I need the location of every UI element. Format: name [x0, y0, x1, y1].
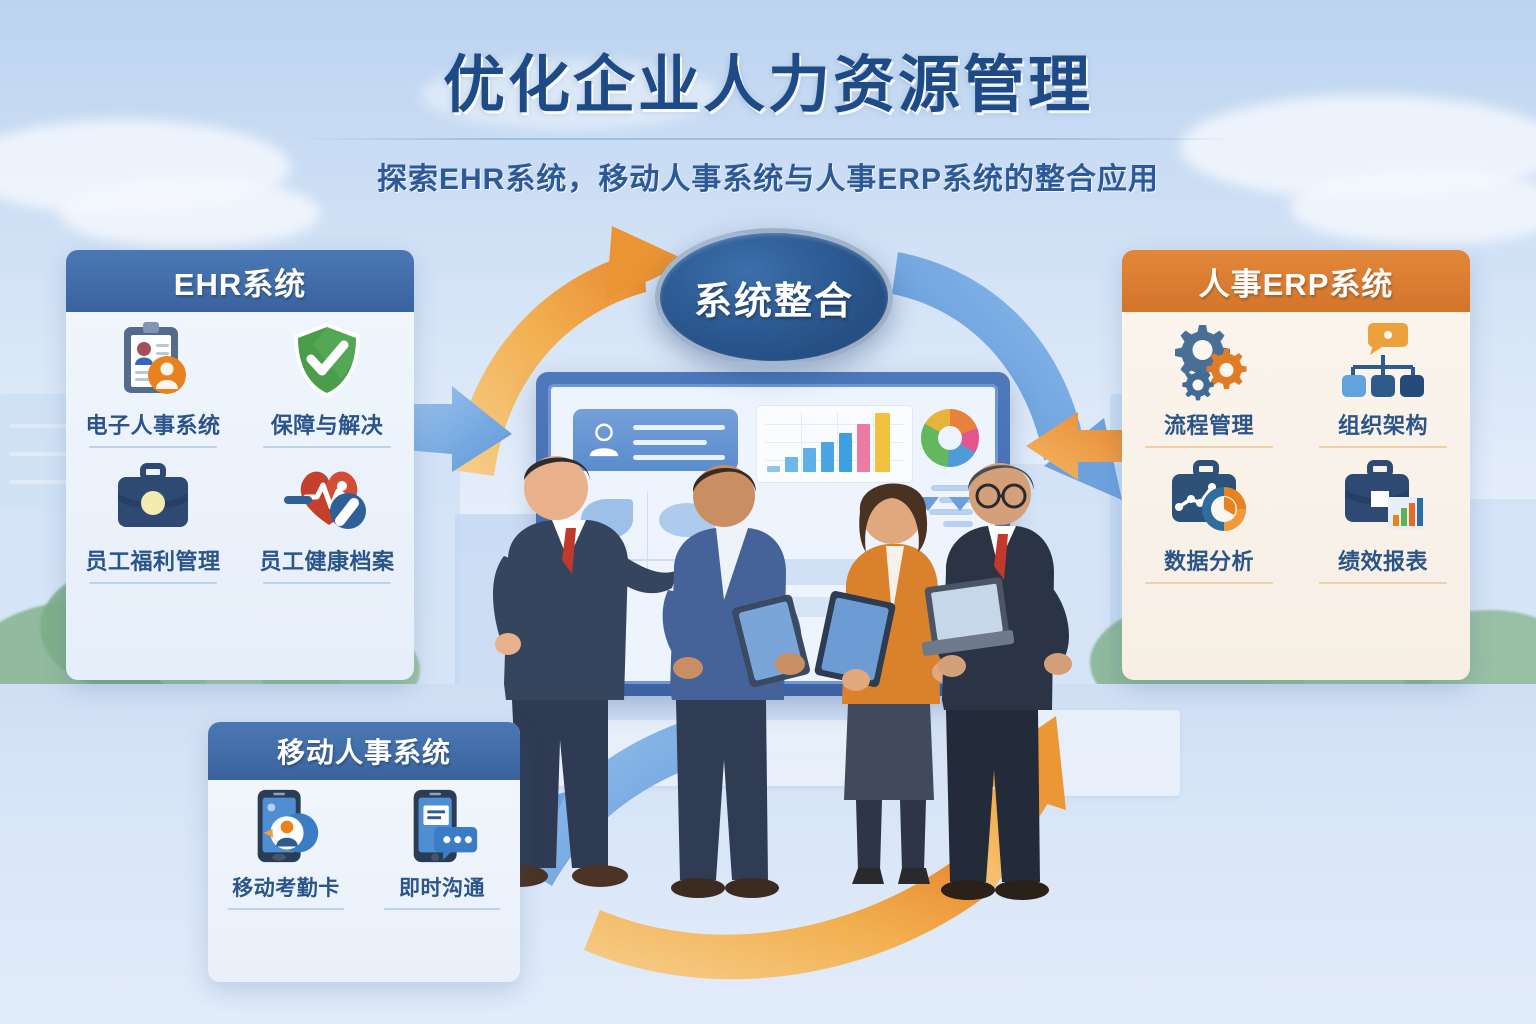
label-underline [1318, 446, 1448, 448]
feature-item-erp-1[interactable]: 流程管理 [1122, 312, 1296, 448]
feature-label: 移动考勤卡 [232, 877, 340, 900]
phone-chat-icon [400, 780, 484, 872]
page-title: 优化企业人力资源管理 [442, 51, 1093, 120]
label-underline [384, 908, 500, 910]
panel-erp[interactable]: 人事ERP系统 [1122, 250, 1470, 680]
feature-item-ehr-4[interactable]: 员工健康档案 [240, 448, 414, 584]
green-shield-check-icon [284, 312, 370, 408]
clipboard-person-icon [110, 312, 196, 408]
content-block [731, 597, 851, 617]
label-underline [88, 446, 218, 448]
feature-item-mobile-2[interactable]: 即时沟通 [364, 780, 520, 910]
feature-item-ehr-3[interactable]: 员工福利管理 [66, 448, 240, 584]
content-block [731, 559, 891, 585]
feature-label: 即时沟通 [399, 877, 485, 900]
triangle-indicator [917, 497, 939, 511]
kpi-row [929, 509, 973, 515]
label-underline [1144, 582, 1274, 584]
bar-item [821, 442, 834, 472]
label-underline [88, 582, 218, 584]
panel-mobile-items: 移动考勤卡 [208, 780, 520, 910]
gears-icon [1166, 312, 1252, 408]
user-profile-card [573, 409, 738, 471]
feature-label: 电子人事系统 [85, 413, 221, 438]
cloud-shape [1290, 170, 1536, 245]
feature-label: 流程管理 [1163, 413, 1254, 438]
panel-erp-title: 人事ERP系统 [1122, 250, 1470, 312]
label-underline [262, 582, 392, 584]
feature-item-mobile-1[interactable]: 移动考勤卡 [208, 780, 364, 910]
feature-label: 组织架构 [1337, 413, 1428, 438]
feature-item-erp-2[interactable]: 组织架构 [1296, 312, 1470, 448]
briefcase-barchart-icon [1340, 448, 1426, 544]
header-block: 优化企业人力资源管理 探索EHR系统，移动人事系统与人事ERP系统的整合应用 [0, 34, 1536, 198]
page-subtitle: 探索EHR系统，移动人事系统与人事ERP系统的整合应用 [376, 163, 1160, 196]
divider-line [647, 491, 648, 581]
panel-erp-items: 流程管理 组织架构 [1122, 312, 1470, 584]
hr-dashboard-screen [548, 384, 998, 684]
kpi-row [943, 521, 973, 527]
hub-label: 系统整合 [693, 280, 854, 323]
kpi-row [931, 485, 973, 491]
heart-pulse-stethoscope-icon [284, 448, 370, 544]
feature-item-ehr-1[interactable]: 电子人事系统 [66, 312, 240, 448]
panel-mobile-title: 移动人事系统 [208, 722, 520, 780]
bar-chart [756, 405, 913, 483]
bar-item [857, 424, 870, 472]
title-divider [298, 138, 1238, 140]
podium-block [520, 754, 930, 786]
dashboard-monitor [536, 372, 1010, 696]
bar-item [803, 448, 816, 472]
panel-ehr-title: EHR系统 [66, 250, 414, 312]
panel-mobile[interactable]: 移动人事系统 移动 [208, 722, 520, 982]
panel-ehr-items: 电子人事系统 保障与解决 [66, 312, 414, 584]
bar-item [767, 466, 780, 472]
panel-ehr[interactable]: EHR系统 [66, 250, 414, 680]
briefcase-analytics-icon [1166, 448, 1252, 544]
podium-block [560, 720, 890, 756]
donut-chart [921, 409, 979, 467]
podium-block [1010, 710, 1180, 796]
feature-label: 数据分析 [1163, 549, 1254, 574]
triangle-indicator [949, 497, 971, 511]
briefcase-icon [110, 448, 196, 544]
integration-hub: 系统整合 [655, 228, 893, 366]
feature-label: 绩效报表 [1337, 549, 1428, 574]
cloud-shape [60, 178, 320, 248]
feature-item-erp-4[interactable]: 绩效报表 [1296, 448, 1470, 584]
feature-label: 保障与解决 [270, 413, 384, 438]
pie-wedge [581, 499, 633, 539]
bar-item [875, 413, 890, 472]
label-underline [1318, 582, 1448, 584]
cloud-shape [420, 60, 720, 130]
phone-profile-icon [244, 780, 328, 872]
label-underline [228, 908, 344, 910]
bar-item [785, 457, 798, 472]
feature-item-erp-3[interactable]: 数据分析 [1122, 448, 1296, 584]
divider-line [573, 559, 723, 561]
feature-label: 员工健康档案 [259, 549, 395, 574]
user-avatar-icon [589, 423, 619, 457]
label-underline [1144, 446, 1274, 448]
bar-item [839, 433, 852, 472]
label-underline [262, 446, 392, 448]
pie-wedge [659, 503, 715, 537]
org-chart-icon [1340, 312, 1426, 408]
feature-item-ehr-2[interactable]: 保障与解决 [240, 312, 414, 448]
feature-label: 员工福利管理 [85, 549, 221, 574]
building-shape [455, 514, 540, 694]
